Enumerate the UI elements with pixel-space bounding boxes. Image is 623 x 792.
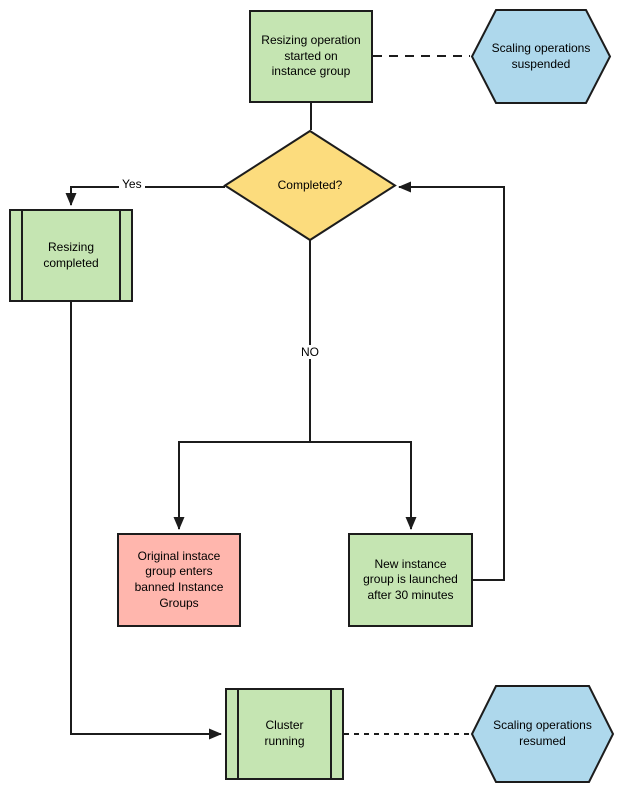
edge-label-yes: Yes <box>119 177 145 192</box>
diamond-shape <box>223 129 397 242</box>
node-label: Cluster running <box>264 718 305 748</box>
node-label: Resizing operation started on instance g… <box>261 33 361 79</box>
node-cluster-running: Cluster running <box>225 688 344 780</box>
node-new-instance-group: New instance group is launched after 30 … <box>348 533 473 627</box>
edge-newinstance-decision-loop <box>398 181 505 581</box>
hexagon-shape <box>470 685 615 783</box>
edge-decision-no-newinstance <box>310 441 417 530</box>
node-label: Scaling operations resumed <box>493 718 592 748</box>
edge-decision-no-banned <box>173 240 311 530</box>
node-scaling-operations-resumed: Scaling operations resumed <box>470 685 615 783</box>
node-label: Completed? <box>277 177 343 192</box>
node-resizing-operation-started: Resizing operation started on instance g… <box>249 10 373 103</box>
node-label: Original instace group enters banned Ins… <box>134 548 224 610</box>
edge-resizing-cluster <box>70 302 222 740</box>
node-scaling-operations-suspended: Scaling operations suspended <box>470 9 612 104</box>
edge-decision-yes <box>65 186 225 206</box>
node-decision-completed: Completed? <box>223 129 397 242</box>
hexagon-shape <box>470 9 612 104</box>
edge-label-no: NO <box>298 345 322 360</box>
node-resizing-completed: Resizing completed <box>9 209 133 302</box>
node-label: New instance group is launched after 30 … <box>363 556 458 602</box>
node-banned-instance-groups: Original instace group enters banned Ins… <box>117 533 241 627</box>
node-label: Scaling operations suspended <box>491 40 591 71</box>
node-label: Resizing completed <box>43 239 99 270</box>
